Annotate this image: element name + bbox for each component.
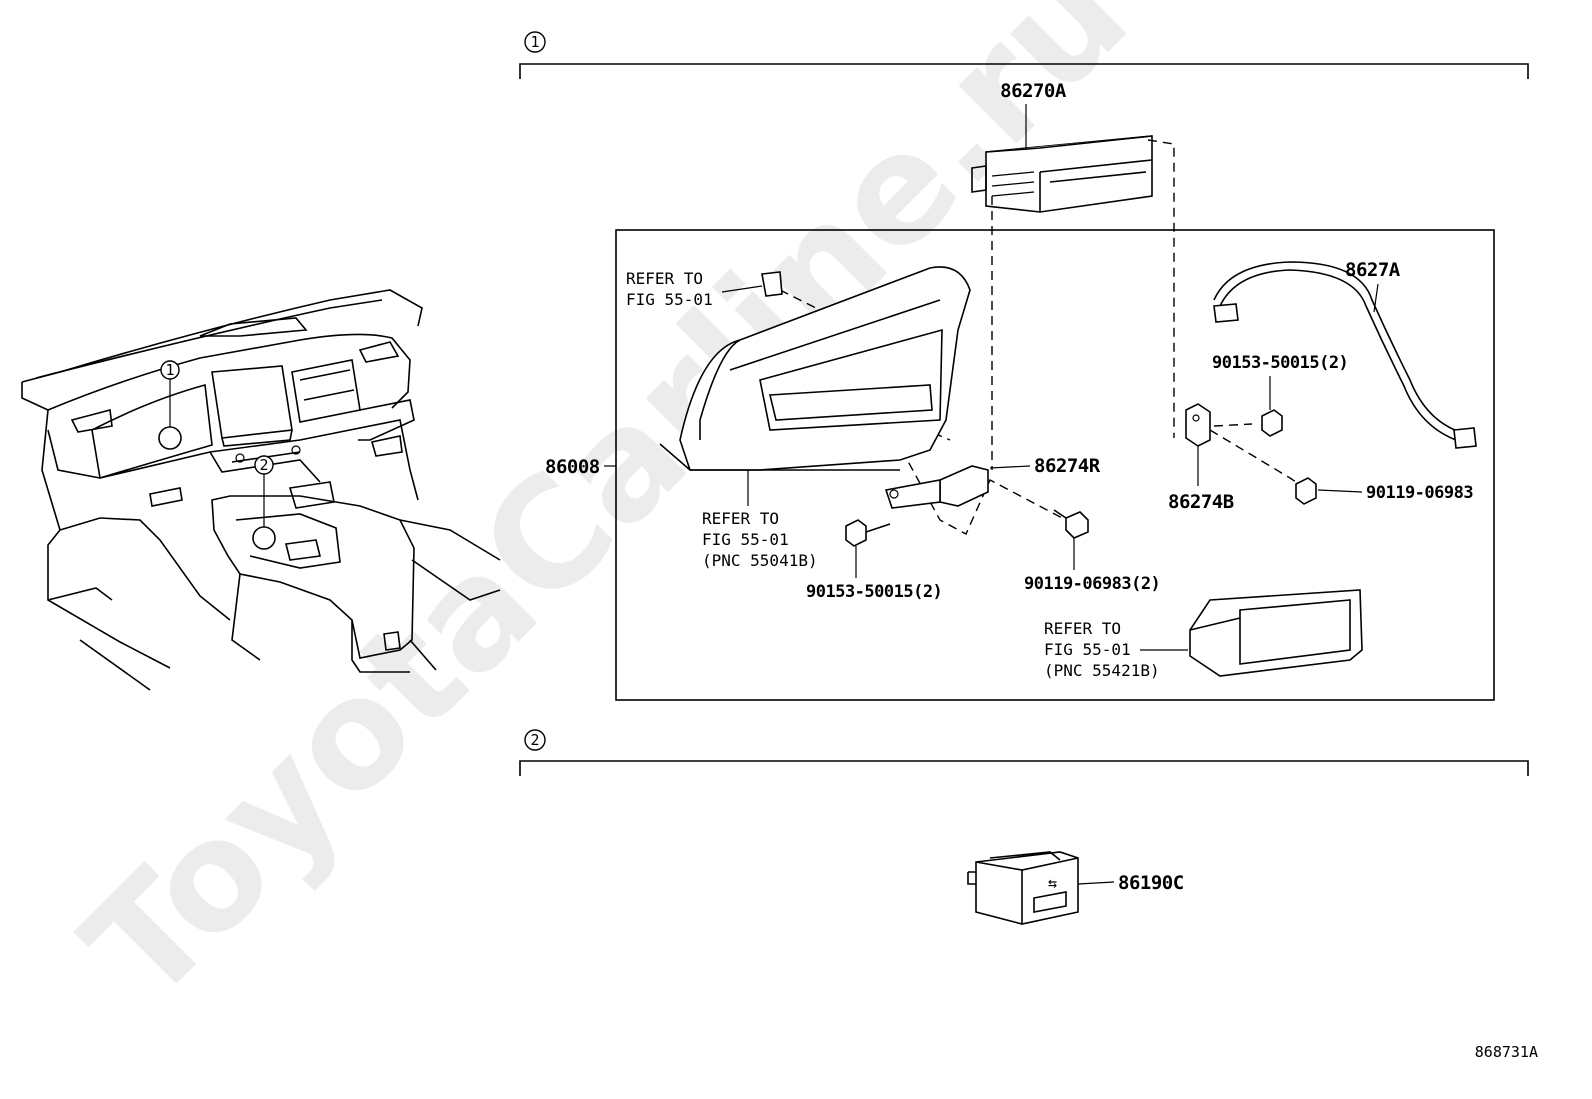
locator-2-label: 2	[259, 456, 268, 474]
section-2-label: 2	[530, 731, 539, 749]
bolt-90119-06983-center	[1053, 509, 1089, 539]
section-1-header: 1	[519, 31, 1529, 79]
pocket-part	[1189, 589, 1363, 677]
dashboard-overview: 1 2	[21, 289, 501, 691]
usb-port-86190C: ⇆	[967, 851, 1079, 925]
locator-2-badge	[254, 455, 274, 475]
section-1-badge	[524, 31, 546, 53]
label-bolt-90119-center: 90119-06983(2)	[1024, 574, 1160, 594]
bezel-86008	[659, 266, 971, 471]
label-86274R: 86274R	[1034, 455, 1101, 477]
refer-note-1: REFER TO FIG 55-01	[626, 269, 713, 309]
label-86274B: 86274B	[1168, 491, 1234, 513]
bracket-86274B	[1185, 403, 1211, 447]
label-bolt-90153-left: 90153-50015(2)	[806, 582, 942, 602]
section-1-bracket	[519, 63, 1529, 79]
refer-note-2: REFER TO FIG 55-01 (PNC 55041B)	[702, 509, 818, 570]
section-1-label: 1	[530, 33, 539, 51]
bracket-86274R	[884, 465, 989, 509]
label-86270A: 86270A	[1000, 80, 1067, 102]
section-2-badge	[524, 729, 546, 751]
section-2-header: 2	[519, 729, 1529, 776]
label-86190C: 86190C	[1118, 872, 1184, 894]
refer-note-3: REFER TO FIG 55-01 (PNC 55421B)	[1044, 619, 1160, 680]
section-2-bracket	[519, 760, 1529, 776]
clip-part	[761, 271, 783, 297]
diagram-id: 868731A	[1475, 1043, 1538, 1061]
label-8627A: 8627A	[1345, 259, 1401, 281]
label-86008: 86008	[545, 456, 600, 478]
bolt-90119-06983-right	[1295, 477, 1317, 505]
locator-2-target	[252, 526, 276, 550]
bolt-90153-50015-right	[1261, 409, 1283, 437]
bolt-90153-50015-left	[845, 519, 891, 547]
assembly-86008-box	[615, 229, 1495, 701]
cable-8627A	[1213, 261, 1477, 449]
locator-1-target	[158, 426, 182, 450]
label-bolt-90119-right: 90119-06983	[1366, 483, 1473, 503]
locator-1-badge	[160, 360, 180, 380]
usb-icon: ⇆	[1048, 874, 1057, 892]
locator-1-label: 1	[165, 361, 174, 379]
radio-unit-86270A	[971, 135, 1153, 213]
label-bolt-90153-right: 90153-50015(2)	[1212, 353, 1348, 373]
